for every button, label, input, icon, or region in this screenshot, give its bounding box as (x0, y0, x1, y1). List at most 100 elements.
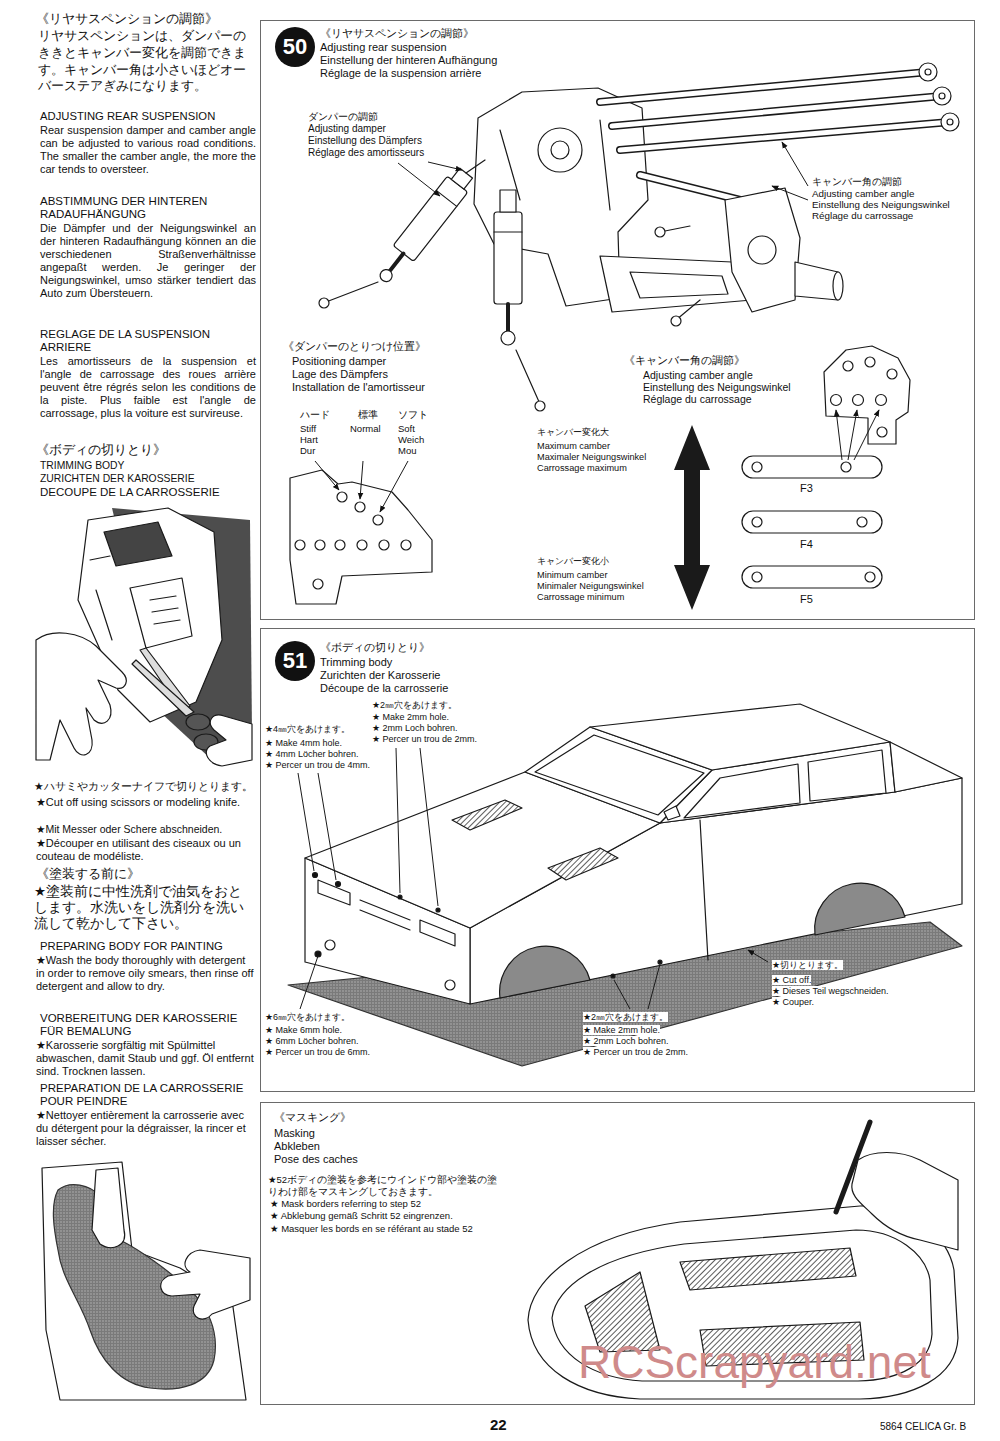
callout-text: Minimum camber (537, 570, 607, 581)
step-panel: 《ボディの切りとり》Trimming bodyZurichten der Kar… (260, 628, 975, 1092)
damper-bracket (335, 540, 345, 550)
instruction-text: Les amortisseurs de la suspension et l'a… (40, 355, 256, 420)
trimming-illustration (206, 715, 252, 766)
masking-illustration (852, 1153, 958, 1251)
leader-line (298, 773, 314, 871)
suspension-illustration (500, 190, 516, 212)
suspension-illustration (466, 160, 485, 173)
callout-text: Minimaler Neigungswinkel (537, 581, 644, 592)
masking-illustration (528, 1206, 958, 1399)
option-label: ソフト (398, 410, 428, 421)
suspension-illustration (941, 113, 959, 131)
page-artwork (36, 63, 962, 1400)
trimming-illustration (130, 578, 192, 648)
suspension-illustration (600, 72, 950, 205)
trimming-illustration (150, 596, 180, 624)
page-number: 22 (490, 1416, 507, 1433)
callout-text: Réglage des amortisseurs (308, 147, 424, 159)
section-heading: DECOUPE DE LA CARROSSERIE (40, 486, 220, 499)
trimming-illustration (90, 556, 112, 640)
damper-bracket (373, 515, 383, 525)
suspension-illustration (600, 256, 752, 312)
section-heading: 《リヤサスペンションの調節》 (36, 12, 218, 26)
callout-text: ★ Make 6mm hole. (265, 1025, 342, 1035)
leader-line (854, 410, 879, 460)
watermark: RCScrapyard.net (578, 1336, 931, 1389)
car-body-illustration (611, 974, 615, 978)
section-heading: 《ダンパーのとりつけ位置》 (283, 340, 426, 352)
car-body-illustration (313, 873, 318, 878)
trimming-illustration (104, 522, 172, 566)
option-label: Mou (398, 446, 416, 457)
callout-text: キャンバー変化小 (537, 556, 609, 567)
camber-link (742, 511, 882, 533)
damper-bracket (313, 579, 323, 589)
callout-text: ★52ボディの塗装を参考にウインドウ部や塗装の塗りわけ部をマスキングしておきます… (268, 1174, 504, 1198)
car-body-illustration (398, 895, 402, 899)
damper-bracket (401, 540, 411, 550)
leader-line (772, 186, 808, 200)
suspension-illustration (516, 350, 540, 404)
callout-text: ★6㎜穴をあけます。 (265, 1012, 350, 1022)
camber-link (752, 462, 762, 472)
camber-bracket (824, 346, 910, 444)
car-body-illustration (815, 883, 905, 935)
car-body-illustration (325, 940, 335, 950)
camber-link (742, 456, 882, 478)
camber-bracket (824, 346, 910, 444)
car-body-illustration (684, 764, 800, 818)
option-label: Weich (398, 435, 424, 446)
callout-text: ★ Make 4mm hole. (265, 738, 342, 748)
masking-illustration (680, 1248, 856, 1290)
suspension-illustration (538, 128, 582, 172)
suspension-illustration (630, 272, 728, 298)
callout-text: Adjusting damper (308, 123, 386, 135)
step-number: 50 (275, 27, 315, 67)
car-body-illustration (420, 920, 455, 946)
leader-line (318, 773, 336, 880)
callout-text: ★ Make 2mm hole. (372, 712, 449, 722)
suspension-illustration (501, 331, 515, 345)
instruction-text: ★Cut off using scissors or modeling knif… (36, 796, 256, 809)
step-heading: Einstellung der hinteren Aufhängung (319, 54, 498, 67)
callout-text: キャンバー変化大 (537, 427, 609, 438)
camber-link (742, 566, 882, 588)
instruction-text: ★Nettoyer entièrement la carrosserie ave… (36, 1109, 256, 1148)
callout-text: Lage des Dämpfers (292, 368, 388, 381)
callout-text: Adjusting camber angle (812, 188, 914, 199)
callout-text: ★2㎜穴をあけます。 (583, 1012, 668, 1022)
suspension-illustration (319, 298, 329, 308)
option-label: 標準 (358, 410, 378, 421)
part-number: F5 (800, 593, 813, 606)
leader-line (420, 748, 438, 906)
washing-illustration (161, 1250, 250, 1319)
step-heading: Découpe de la carrosserie (319, 682, 449, 695)
instruction-text: ★ハサミやカッターナイフで切りとります。 (34, 780, 253, 792)
camber-bracket (876, 395, 887, 406)
callout-text: ★ Percer un trou de 4mm. (265, 760, 370, 770)
suspension-illustration (551, 141, 569, 159)
step-heading: 《ボディの切りとり》 (319, 641, 431, 653)
suspension-illustration (390, 254, 404, 271)
option-label: Soft (398, 424, 415, 435)
camber-bracket (831, 395, 842, 406)
callout-text: ★ Percer un trou de 2mm. (583, 1047, 688, 1057)
callout-text: Maximaler Neigungswinkel (537, 452, 646, 463)
suspension-illustration (833, 272, 843, 300)
damper-bracket (315, 540, 325, 550)
callout-text: ★ Masquer les bords en se référant au st… (270, 1223, 482, 1235)
camber-link (752, 572, 762, 582)
leader-line (428, 162, 462, 170)
model-code: 5864 CELICA Gr. B (880, 1421, 966, 1433)
callout-text: ★切りとります。 (772, 960, 843, 970)
callout-text: Carrossage maximum (537, 463, 627, 474)
suspension-illustration (506, 304, 510, 332)
step-heading: Abkleben (273, 1140, 321, 1153)
suspension-illustration (326, 282, 378, 302)
callout-text: ★2㎜穴をあけます。 (372, 700, 457, 710)
car-body-illustration (500, 946, 590, 998)
camber-bracket (877, 427, 887, 437)
section-heading: 《ボディの切りとり》 (36, 443, 166, 457)
camber-link (742, 456, 882, 588)
leader-line (300, 956, 318, 1009)
